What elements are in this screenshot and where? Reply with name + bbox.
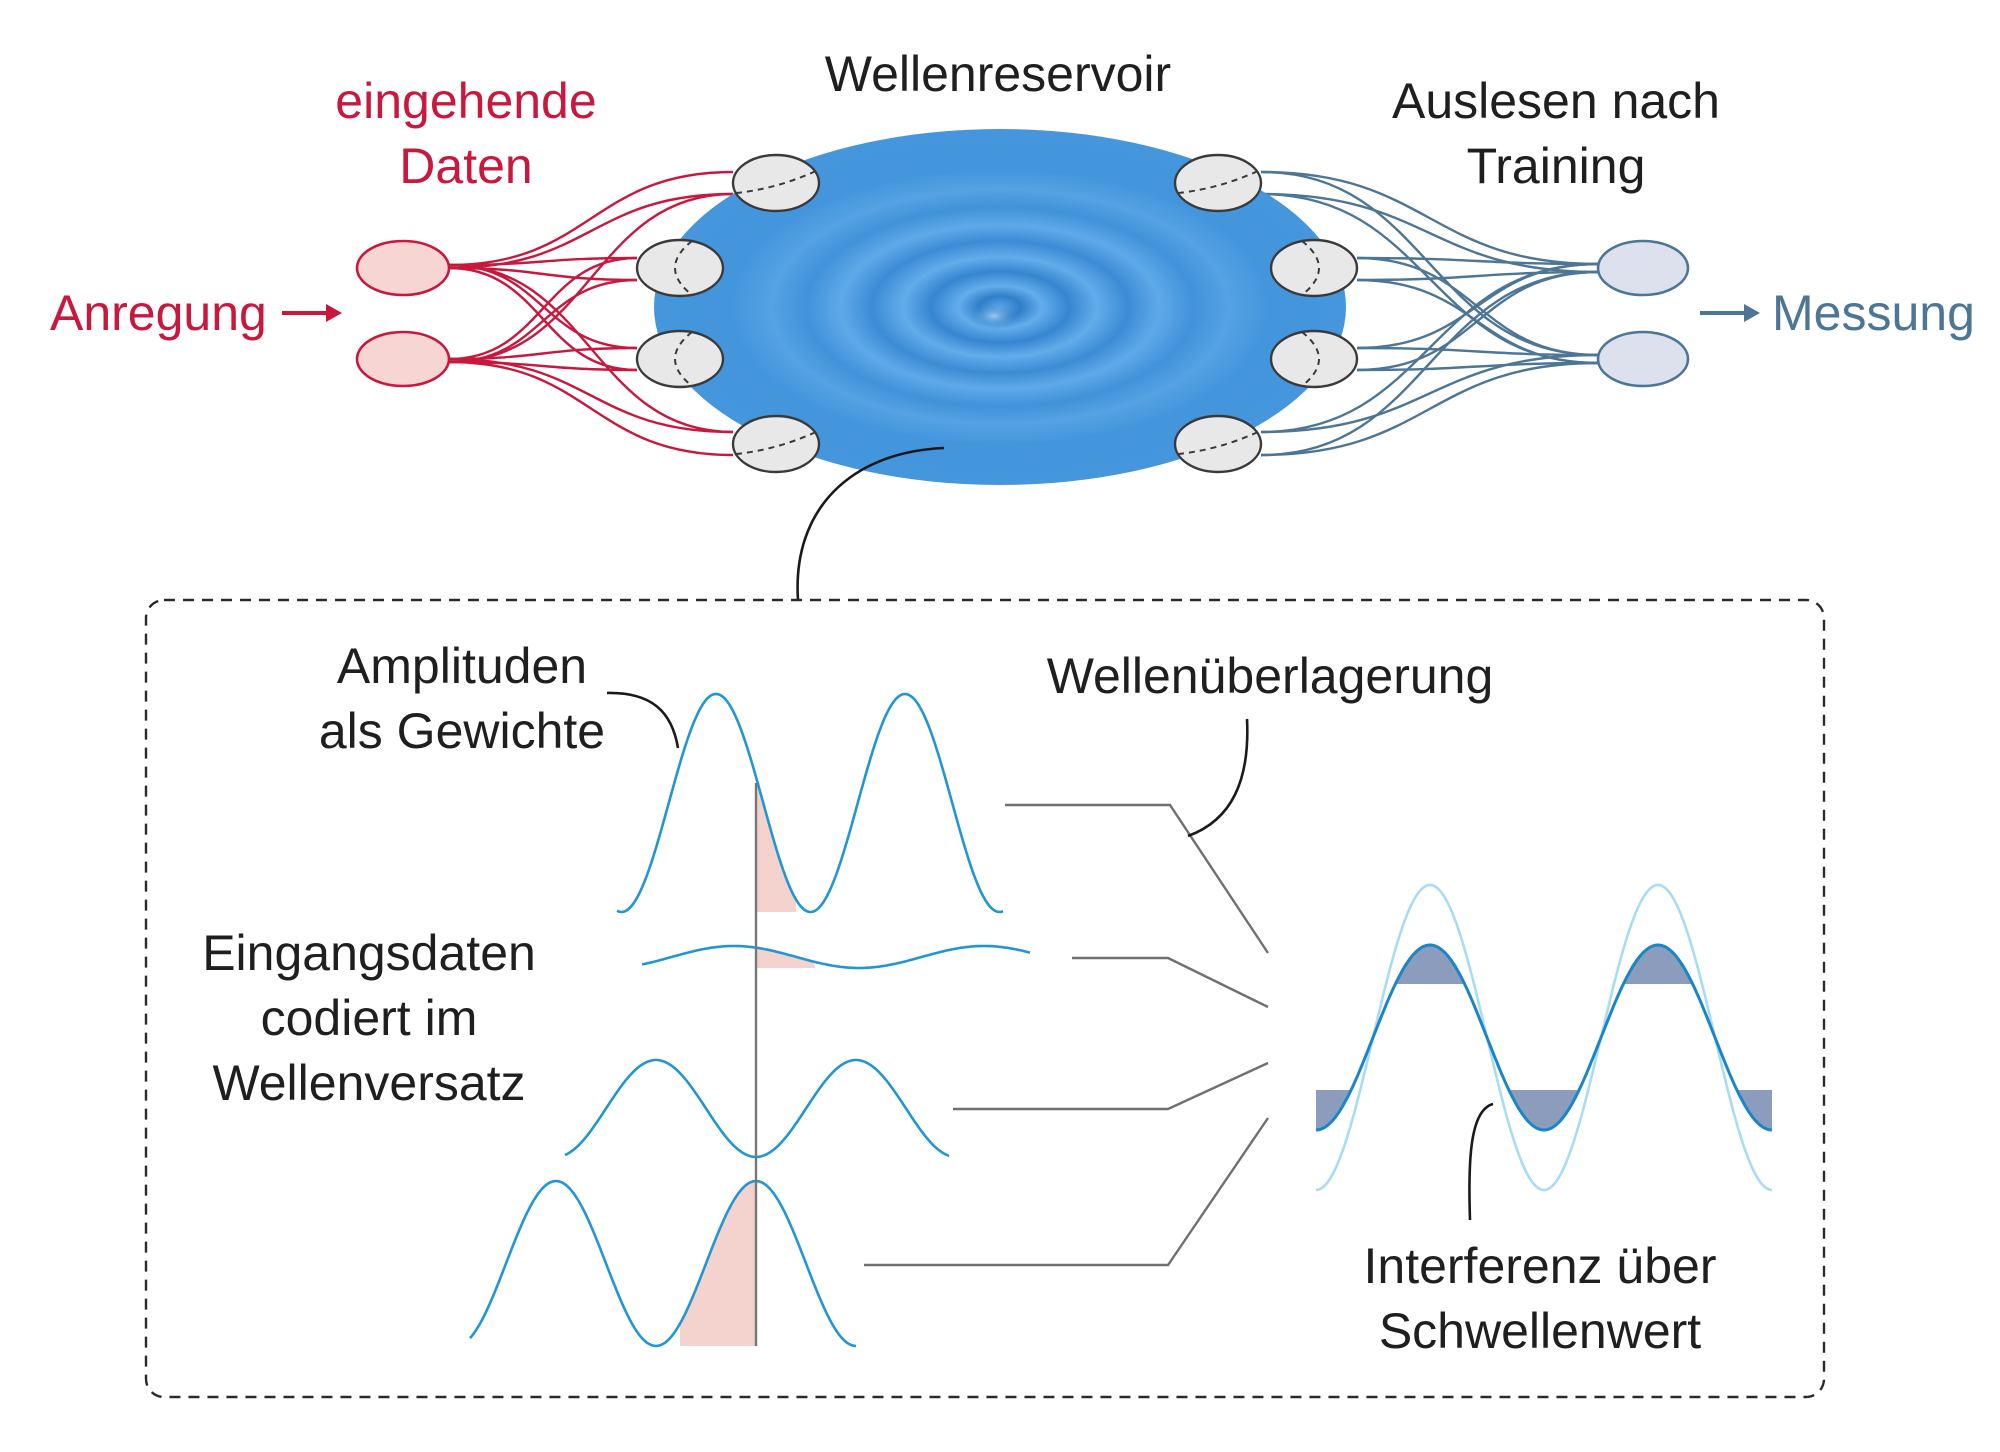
- input-link-9: [448, 278, 638, 364]
- output-node-2: [1596, 330, 1690, 388]
- input-wave-1: [616, 692, 1004, 914]
- output-link-14: [1356, 361, 1599, 372]
- output-link-8: [1260, 270, 1599, 457]
- input-link-3: [448, 263, 638, 350]
- superposition-callout-line: [1187, 718, 1249, 838]
- input-nodes: [355, 239, 451, 388]
- output-link-1: [1260, 170, 1599, 266]
- connector-wave-4: [864, 1117, 1269, 1267]
- output-link-16: [1260, 361, 1599, 457]
- excitation-label: Anregung: [50, 285, 267, 341]
- input-link-7: [448, 266, 638, 372]
- input-node-2: [355, 330, 451, 388]
- threshold-area-trough-2: [1500, 1090, 1589, 1130]
- wave-reservoir: [654, 129, 1346, 485]
- input-link-11: [448, 360, 734, 457]
- threshold-areas: [1316, 945, 1772, 1130]
- port-right-lower: [1269, 329, 1359, 389]
- input-link-5: [448, 192, 734, 270]
- measurement-label: Messung: [1772, 285, 1975, 341]
- input-link-8: [448, 192, 734, 364]
- port-left-bottom: [731, 414, 821, 474]
- connector-wave-3: [953, 1061, 1269, 1111]
- input-wave-2: [641, 944, 1031, 970]
- output-link-2: [1260, 192, 1599, 274]
- port-right-upper: [1269, 238, 1359, 298]
- weight-shade-wave-4: [680, 1181, 756, 1346]
- output-link-15: [1260, 353, 1599, 434]
- reservoir-ports: [635, 153, 1359, 474]
- interference-label-line1: Interferenz über: [1364, 1238, 1717, 1294]
- output-link-7: [1260, 262, 1599, 434]
- connector-wave-1: [1005, 803, 1270, 954]
- input-link-1: [448, 170, 734, 267]
- wave-peak: [968, 302, 1020, 330]
- output-link-12: [1356, 278, 1599, 365]
- superposition-connectors: [864, 803, 1270, 1267]
- measurement-arrow: [1700, 304, 1760, 322]
- input-data-label-line1: eingehende: [335, 73, 596, 129]
- interference-callout-line-2: [1468, 1102, 1494, 1221]
- port-right-top: [1173, 153, 1263, 213]
- port-right-bottom: [1173, 414, 1263, 474]
- weight-shade-wave-2: [756, 947, 815, 968]
- amplitudes-callout-line: [606, 691, 680, 749]
- threshold-area-trough-3: [1728, 1090, 1772, 1130]
- input-node-1: [355, 239, 451, 297]
- reservoir-callout-line: [796, 446, 945, 601]
- port-right-upper-boundary: [1301, 240, 1320, 296]
- readout-label-line2: Training: [1467, 138, 1646, 194]
- detail-box: [144, 598, 1826, 1399]
- output-connection-lines: [1260, 170, 1599, 457]
- port-left-top: [731, 153, 821, 213]
- input-link-12: [448, 256, 638, 361]
- encoded-label-line2: codiert im: [261, 990, 478, 1046]
- port-left-upper-boundary: [674, 240, 693, 296]
- input-link-13: [448, 346, 638, 361]
- superposition-label: Wellenüberlagerung: [1047, 648, 1494, 704]
- input-link-14: [448, 357, 734, 434]
- port-left-upper: [635, 238, 725, 298]
- input-link-6: [448, 266, 638, 282]
- interference-callout-line: [1462, 1106, 1494, 1116]
- amplitudes-label-line1: Amplituden: [337, 638, 587, 694]
- connector-wave-2: [1072, 956, 1269, 1009]
- waves: [469, 692, 1773, 1348]
- superposition-result-wave: [1315, 943, 1773, 1132]
- output-nodes: [1596, 239, 1690, 388]
- output-link-11: [1356, 256, 1599, 357]
- interference-label-line2: Schwellenwert: [1379, 1303, 1701, 1359]
- readout-label-line1: Auslesen nach: [1392, 73, 1720, 129]
- port-left-lower-boundary: [674, 331, 693, 387]
- reservoir-title: Wellenreservoir: [825, 46, 1171, 102]
- weight-shading: [680, 777, 815, 1346]
- output-link-4: [1356, 270, 1599, 282]
- threshold-area-peak-2: [1614, 945, 1702, 984]
- encoded-label-line3: Wellenversatz: [212, 1055, 525, 1111]
- superposition-light-wave: [1315, 883, 1773, 1192]
- amplitudes-label-line2: als Gewichte: [319, 703, 605, 759]
- excitation-arrow: [282, 304, 342, 322]
- output-link-3: [1356, 256, 1599, 266]
- port-left-lower: [635, 329, 725, 389]
- encoded-label-line1: Eingangsdaten: [202, 925, 536, 981]
- threshold-area-peak-1: [1386, 945, 1474, 984]
- port-right-lower-boundary: [1301, 331, 1320, 387]
- input-wave-4: [469, 1179, 857, 1348]
- output-link-13: [1356, 346, 1599, 357]
- input-data-label-line2: Daten: [399, 138, 532, 194]
- output-node-1: [1596, 239, 1690, 297]
- input-connection-lines: [448, 170, 734, 457]
